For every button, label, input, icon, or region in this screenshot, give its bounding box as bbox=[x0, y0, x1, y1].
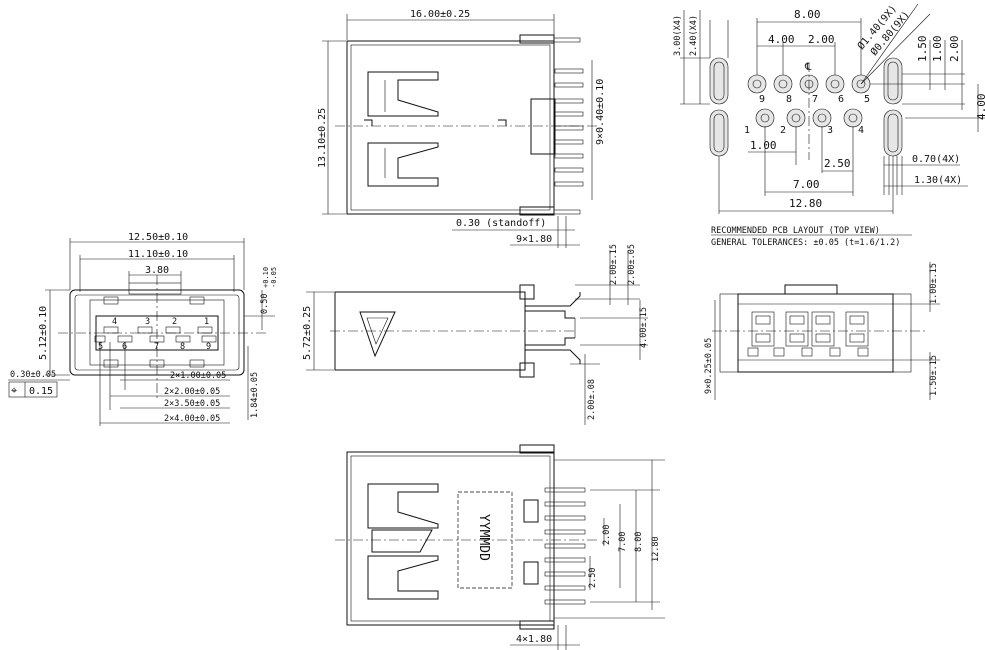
dim-2-50: 2.50 bbox=[824, 157, 851, 170]
position-symbol: ⌖ bbox=[11, 384, 17, 397]
dim-pin-width: 9×0.40±0.10 bbox=[595, 79, 606, 145]
dim-vertical: 1.84±0.05 bbox=[250, 372, 260, 418]
bottom-view-body bbox=[346, 451, 555, 626]
dim-position: 0.30±0.05 bbox=[10, 370, 56, 380]
slot-bottom-right bbox=[883, 109, 903, 157]
contact-number: 6 bbox=[122, 342, 127, 352]
dim-standoff: 0.30 (standoff) bbox=[456, 218, 546, 229]
pcb-caption: RECOMMENDED PCB LAYOUT (TOP VIEW) bbox=[711, 226, 880, 236]
contact-number: 7 bbox=[154, 342, 159, 352]
top-view: 16.00±0.25 13.10±0.25 9×0.40±0.10 0.30 (… bbox=[317, 9, 606, 248]
dim-side-height: 5.72±0.25 bbox=[302, 306, 313, 360]
dim-bottom-2-50: 2.50 bbox=[588, 568, 598, 588]
slot-bottom-left bbox=[709, 109, 729, 157]
dim-bottom-8: 8.00 bbox=[634, 532, 644, 552]
tol-lower: -0.05 bbox=[270, 267, 278, 288]
pin-label: 8 bbox=[786, 94, 792, 105]
contact-number: 5 bbox=[98, 342, 103, 352]
dim-height: 5.12±0.10 bbox=[38, 306, 49, 360]
dim-pin-pitch: 9×1.80 bbox=[516, 234, 552, 245]
pcb-tolerances: GENERAL TOLERANCES: ±0.05 (t=1.6/1.2) bbox=[711, 238, 900, 248]
rear-contacts bbox=[747, 311, 869, 357]
dim-contact-2: 2×2.00±0.05 bbox=[164, 387, 220, 397]
dim-1-00: 1.00 bbox=[931, 36, 944, 63]
slot-top-left bbox=[709, 57, 729, 105]
slot-width: 2.40(X4) bbox=[689, 15, 699, 56]
dim-side-4: 2.00±.08 bbox=[587, 379, 597, 420]
pin-label: 3 bbox=[827, 125, 833, 136]
pcb-layout: 9 8 7 6 5 1 2 3 4 ℄ 8.00 4.00 2.00 3.00(… bbox=[673, 3, 985, 248]
dim-12-80: 12.80 bbox=[789, 197, 822, 210]
pin-label: 9 bbox=[759, 94, 765, 105]
tol-upper: +0.10 bbox=[262, 267, 270, 288]
rear-view: 1.00±.15 9×0.25±0.05 1.50±.15 bbox=[704, 262, 940, 400]
dim-bottom-7: 7.00 bbox=[618, 532, 628, 552]
pin-label: 5 bbox=[864, 94, 870, 105]
dim-side-2: 2.00±.05 bbox=[627, 244, 637, 285]
dim-4-00: 4.00 bbox=[975, 94, 985, 121]
contact-number: 8 bbox=[180, 342, 185, 352]
dim-2-00: 2.00 bbox=[948, 36, 961, 63]
dim-4: 4.00 bbox=[768, 33, 795, 46]
top-view-body bbox=[346, 40, 555, 215]
dim-contact-3: 2×3.50±0.05 bbox=[164, 399, 220, 409]
dim-rear-bottom: 1.50±.15 bbox=[929, 355, 939, 396]
dim-8: 8.00 bbox=[794, 8, 821, 21]
dim-contact-4: 2×4.00±0.05 bbox=[164, 414, 220, 424]
latch-upper bbox=[367, 71, 439, 117]
dim-slot-130: 1.30(4X) bbox=[914, 175, 962, 186]
dim-side-1: 2.00±.15 bbox=[609, 244, 619, 285]
contact-number: 1 bbox=[204, 317, 209, 327]
pin-label: 7 bbox=[812, 94, 818, 105]
contact-number: 4 bbox=[112, 317, 117, 327]
bottom-view: YYMMDD 12.80 8.00 7.00 2.00 2.50 bbox=[335, 444, 665, 650]
dim-bottom-12-80: 12.80 bbox=[651, 536, 661, 562]
dim-side-3: 4.00±.15 bbox=[639, 307, 649, 348]
marking-area bbox=[457, 491, 513, 589]
contact-number: 2 bbox=[172, 317, 177, 327]
dim-slot-070: 0.70(4X) bbox=[912, 154, 960, 165]
front-view: 4 3 2 1 5 6 7 8 9 12.50±0.10 11.10±0.10 … bbox=[8, 232, 278, 426]
feature-control-frame bbox=[8, 381, 58, 398]
pin-label: 4 bbox=[858, 125, 864, 136]
side-view: 5.72±0.25 2.00±.15 2.00±.05 4.00±.15 2.0… bbox=[302, 244, 649, 425]
dim-tongue-offset: 0.50 bbox=[260, 294, 270, 314]
fcf-value: 0.15 bbox=[29, 386, 53, 397]
dim-length: 16.00±0.25 bbox=[410, 9, 470, 20]
slot-top-right bbox=[883, 57, 903, 105]
dim-width: 13.10±0.25 bbox=[317, 108, 328, 168]
dim-1-00-h: 1.00 bbox=[750, 139, 777, 152]
latch-lower bbox=[367, 142, 439, 187]
dim-1-50: 1.50 bbox=[916, 36, 929, 63]
contact-number: 9 bbox=[206, 342, 211, 352]
dim-2: 2.00 bbox=[808, 33, 835, 46]
dim-bottom-2: 2.00 bbox=[602, 525, 612, 545]
contact-number: 3 bbox=[145, 317, 150, 327]
center-mark: ℄ bbox=[804, 62, 812, 73]
dim-bottom-pitch: 4×1.80 bbox=[516, 634, 552, 645]
dim-inner-width: 11.10±0.10 bbox=[128, 249, 188, 260]
dim-rear-pitch: 9×0.25±0.05 bbox=[704, 338, 714, 394]
dim-contact-1: 2×1.00±0.05 bbox=[170, 371, 226, 381]
holes-bottom-row bbox=[755, 108, 863, 128]
pin-label: 2 bbox=[780, 125, 786, 136]
dim-rear-top: 1.00±.15 bbox=[929, 263, 939, 304]
slot-length: 3.00(X4) bbox=[673, 15, 683, 56]
pin-label: 1 bbox=[744, 125, 750, 136]
side-latch bbox=[359, 311, 396, 358]
dim-tongue-width: 3.80 bbox=[145, 265, 169, 276]
dim-outer-width: 12.50±0.10 bbox=[128, 232, 188, 243]
dim-7-00: 7.00 bbox=[793, 178, 820, 191]
date-code: YYMMDD bbox=[476, 514, 491, 561]
pin-label: 6 bbox=[838, 94, 844, 105]
